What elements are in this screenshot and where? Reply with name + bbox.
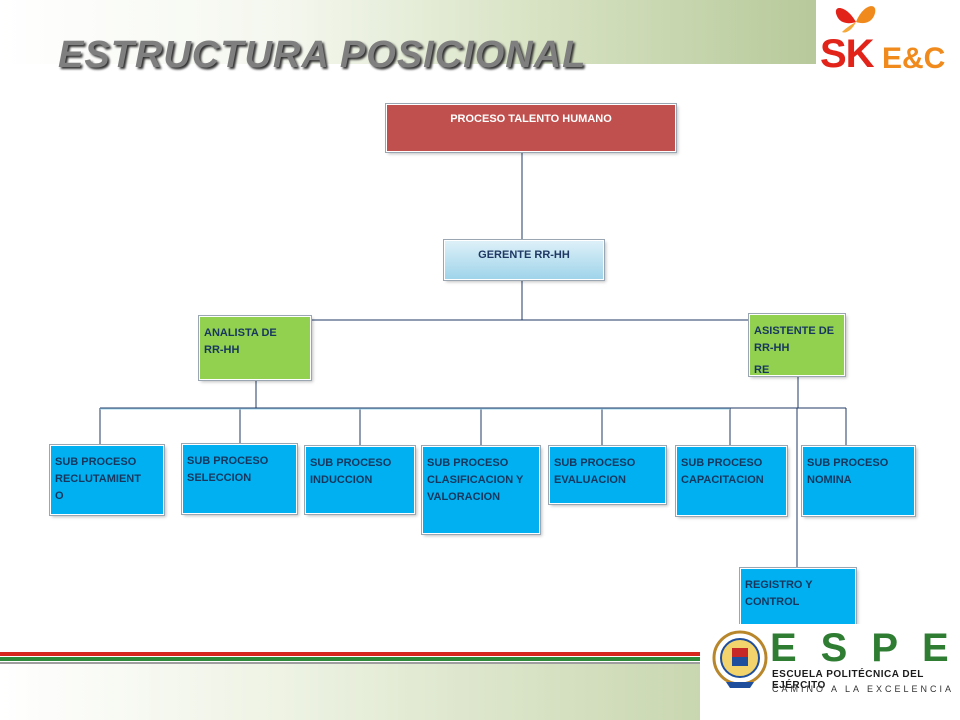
espe-logo-name: ESCUELA POLITÉCNICA DEL EJÉRCITO (772, 669, 924, 691)
slide-title: ESTRUCTURA POSICIONAL (58, 34, 587, 76)
node-subproceso-evaluacion: SUB PROCESO EVALUACION (549, 446, 666, 504)
sk-logo-text: SK (820, 32, 875, 76)
espe-logo: ESPE ESCUELA POLITÉCNICA DEL EJÉRCITO CA… (706, 624, 960, 720)
footer-stripe-green (0, 657, 700, 661)
header-gradient (0, 0, 820, 64)
footer-stripe-red (0, 652, 700, 656)
node-asistente-rrhh: ASISTENTE DE RR-HH RE (749, 314, 845, 376)
espe-logo-letters: ESPE (770, 626, 960, 670)
espe-logo-motto: CAMINO A LA EXCELENCIA (772, 684, 955, 694)
node-subproceso-clasificacion-valoracion: SUB PROCESO CLASIFICACION Y VALORACION (422, 446, 540, 534)
node-subproceso-nomina: SUB PROCESO NOMINA (802, 446, 915, 516)
node-subproceso-capacitacion: SUB PROCESO CAPACITACION (676, 446, 787, 516)
ec-logo-text: E&C (882, 42, 946, 75)
university-crest-icon (712, 630, 768, 688)
butterfly-icon (835, 6, 876, 33)
node-subproceso-induccion: SUB PROCESO INDUCCION (305, 446, 415, 514)
node-subproceso-seleccion: SUB PROCESO SELECCION (182, 444, 297, 514)
footer-gradient (0, 664, 700, 720)
node-proceso-talento-humano: PROCESO TALENTO HUMANO (386, 104, 676, 152)
footer-stripe-gray (0, 662, 700, 664)
node-subproceso-reclutamiento: SUB PROCESO RECLUTAMIENT O (50, 445, 164, 515)
node-analista-rrhh: ANALISTA DE RR-HH (199, 316, 311, 380)
sk-ec-logo: SK E&C (816, 0, 960, 88)
node-gerente-rrhh: GERENTE RR-HH (444, 240, 604, 280)
